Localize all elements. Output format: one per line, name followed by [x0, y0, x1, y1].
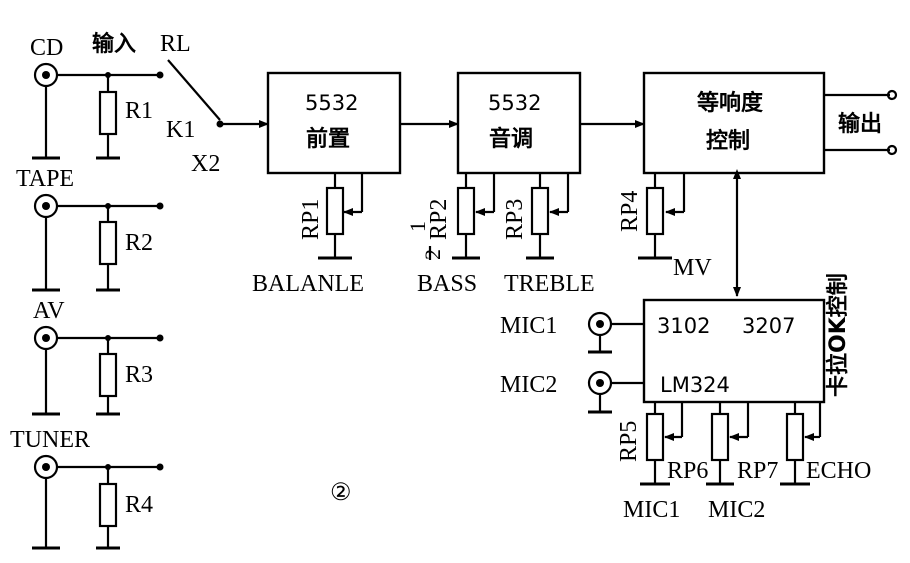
label-rp2-frac-num: 1	[405, 221, 430, 232]
pot-rp2	[452, 173, 496, 260]
pot-rp7	[780, 402, 822, 486]
mic2-jack	[587, 370, 644, 414]
label-rp5: RP5	[616, 421, 642, 462]
resistor-r1	[98, 90, 118, 136]
preamp-name: 前置	[306, 126, 350, 152]
figure-number: ②	[330, 480, 352, 506]
label-r2: R2	[125, 230, 153, 256]
block-tone	[456, 71, 582, 175]
label-tape: TAPE	[16, 166, 74, 192]
label-rp4: RP4	[617, 191, 643, 232]
output-terminals	[824, 89, 898, 156]
label-k1: K1	[166, 117, 195, 143]
label-rp2: RP2	[426, 199, 452, 240]
label-rl: RL	[160, 31, 191, 57]
selector-switch	[167, 59, 269, 128]
input-av	[32, 325, 164, 416]
resistor-r3	[98, 352, 118, 398]
karaoke-chip3: LM324	[660, 373, 730, 397]
loudness-line1: 等响度	[697, 90, 764, 116]
label-av: AV	[33, 298, 65, 324]
label-tuner: TUNER	[10, 427, 90, 453]
pot-rp4	[638, 173, 686, 260]
label-r3: R3	[125, 362, 153, 388]
input-tuner	[32, 454, 164, 550]
label-x2: X2	[191, 151, 220, 177]
label-karaoke-side: 卡拉OK控制	[825, 273, 851, 397]
block-karaoke	[642, 298, 826, 404]
label-input: 输入	[92, 31, 136, 57]
label-mic1-out: MIC1	[623, 497, 680, 523]
label-mic2-out: MIC2	[708, 497, 765, 523]
label-rp7: RP7	[737, 458, 778, 484]
label-bass: BASS	[417, 271, 477, 297]
label-r1: R1	[125, 98, 153, 124]
label-mic1-in: MIC1	[500, 313, 557, 339]
label-mv: MV	[673, 255, 712, 281]
pot-rp3	[526, 173, 570, 260]
block-preamp	[266, 71, 402, 175]
pot-rp6	[706, 402, 750, 486]
label-balance: BALANLE	[252, 271, 364, 297]
tone-chip: 5532	[488, 91, 541, 115]
pot-rp5	[640, 402, 684, 486]
label-mic2-in: MIC2	[500, 372, 557, 398]
preamp-chip: 5532	[305, 91, 358, 115]
label-rp3: RP3	[502, 199, 528, 240]
karaoke-chip1: 3102	[657, 314, 710, 338]
label-treble: TREBLE	[504, 271, 595, 297]
label-rp6: RP6	[667, 458, 708, 484]
mic1-jack	[587, 311, 644, 354]
label-rp2-frac-den: 2	[420, 249, 445, 260]
label-cd: CD	[30, 35, 63, 61]
label-rp1: RP1	[298, 199, 324, 240]
label-output: 输出	[838, 111, 882, 137]
block-loudness	[642, 71, 826, 175]
label-r4: R4	[125, 492, 153, 518]
resistor-r4	[98, 482, 118, 528]
karaoke-chip2: 3207	[742, 314, 795, 338]
input-cd	[32, 62, 164, 160]
loudness-line2: 控制	[706, 128, 750, 154]
tone-name: 音调	[489, 126, 533, 152]
pot-rp1	[318, 173, 364, 260]
label-echo: ECHO	[806, 458, 871, 484]
input-tape	[32, 193, 164, 292]
resistor-r2	[98, 220, 118, 266]
